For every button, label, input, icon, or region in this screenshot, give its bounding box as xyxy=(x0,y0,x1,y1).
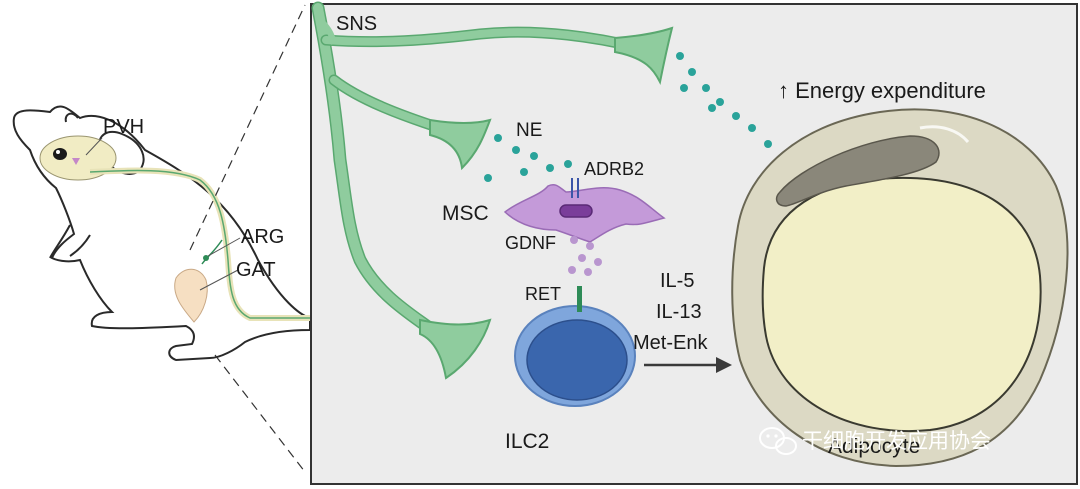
gdnf-dots xyxy=(568,236,602,276)
gat-fat-pad xyxy=(174,268,208,323)
label-msc: MSC xyxy=(442,202,489,225)
label-il13: IL-13 xyxy=(656,301,702,323)
ilc2-nucleus xyxy=(526,319,628,401)
label-ne: NE xyxy=(516,120,542,141)
msc-nucleus xyxy=(559,204,593,218)
label-met-enk: Met-Enk xyxy=(633,332,708,354)
adipocyte-nucleus xyxy=(775,135,940,207)
mouse-eye xyxy=(53,148,67,160)
label-adipocyte: Adipocyte xyxy=(828,435,920,458)
label-pvh: PVH xyxy=(103,116,144,138)
adipocyte xyxy=(731,108,1069,468)
label-sns: SNS xyxy=(336,13,377,35)
ne-dots-top xyxy=(676,52,772,148)
label-arg: ARG xyxy=(241,226,284,248)
label-ret: RET xyxy=(525,284,561,304)
adrb2-receptor xyxy=(571,178,579,198)
zoom-line-top xyxy=(189,4,306,251)
watermark-text: 干细胞开发应用协会 xyxy=(802,429,991,453)
watermark: 干细胞开发应用协会 xyxy=(759,427,991,455)
mouse-ear-tip xyxy=(64,112,79,123)
ret-receptor xyxy=(577,286,582,312)
mouse-illustration: PVH ARG GAT xyxy=(12,105,312,362)
label-gat: GAT xyxy=(236,259,276,281)
arrow-to-adipocyte xyxy=(644,357,732,373)
pvh-marker xyxy=(72,158,80,165)
msc-cell xyxy=(503,178,666,243)
sns-nerve xyxy=(311,1,674,380)
nerve-terminal-bottom xyxy=(419,318,492,380)
ilc2-cell xyxy=(514,286,636,407)
zoom-line-bottom xyxy=(214,354,306,473)
mouse-forelimb xyxy=(49,224,91,259)
label-il5: IL-5 xyxy=(660,270,694,292)
label-ilc2: ILC2 xyxy=(505,430,549,453)
wechat-icon xyxy=(759,427,797,455)
ne-dots-middle xyxy=(484,134,572,182)
adipocyte-lipid-droplet xyxy=(761,176,1042,432)
label-adrb2: ADRB2 xyxy=(584,159,644,179)
nerve-terminal-top xyxy=(614,26,674,86)
nerve-terminal-middle xyxy=(429,118,492,171)
label-energy-expenditure: ↑ Energy expenditure xyxy=(778,78,986,103)
label-gdnf: GDNF xyxy=(505,233,556,253)
